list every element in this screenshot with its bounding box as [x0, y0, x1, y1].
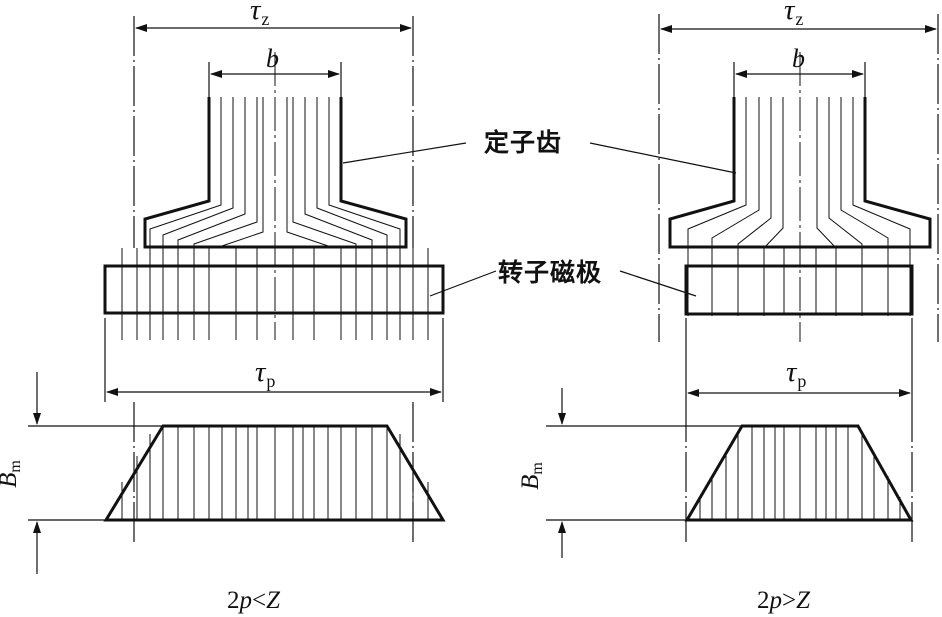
left-bm-dimension	[28, 372, 165, 574]
left-bm-label: Bm	[0, 460, 24, 488]
left-stator-leader	[342, 142, 467, 164]
right-bm-dimension	[546, 388, 742, 558]
rotor-pole-label: 转子磁极	[498, 258, 603, 287]
left-b-label: b	[266, 44, 279, 73]
right-b-label: b	[792, 44, 805, 73]
left-condition-caption: 2p<Z	[227, 587, 281, 614]
left-rotor-leader	[429, 270, 497, 297]
left-tau-p-dimension	[104, 318, 444, 402]
right-rotor-leader	[619, 270, 697, 297]
left-stator-tooth	[143, 52, 408, 340]
left-panel	[28, 16, 497, 574]
right-stator-tooth	[668, 52, 932, 342]
right-tooth-flux-lines	[687, 97, 911, 316]
right-bm-label: Bm	[516, 462, 546, 490]
left-rotor-pole	[103, 248, 445, 340]
right-tau-p-label: τp	[786, 356, 807, 391]
right-condition-caption: 2p>Z	[757, 587, 811, 614]
right-stator-leader	[589, 142, 737, 174]
left-tooth-flux-lines	[149, 97, 401, 249]
stator-tooth-label: 定子齿	[484, 128, 563, 157]
left-tau-p-label: τp	[255, 356, 276, 391]
right-rotor-pole	[684, 248, 914, 316]
left-tau-z-label: τz	[250, 0, 270, 29]
right-tau-z-label: τz	[784, 0, 804, 29]
left-tau-z-dimension	[133, 16, 414, 248]
right-tau-z-dimension	[658, 14, 939, 342]
right-flux-trapezoid	[684, 402, 914, 545]
right-panel	[546, 14, 939, 558]
left-flux-trapezoid	[103, 402, 446, 545]
right-tau-p-dimension	[685, 318, 913, 402]
